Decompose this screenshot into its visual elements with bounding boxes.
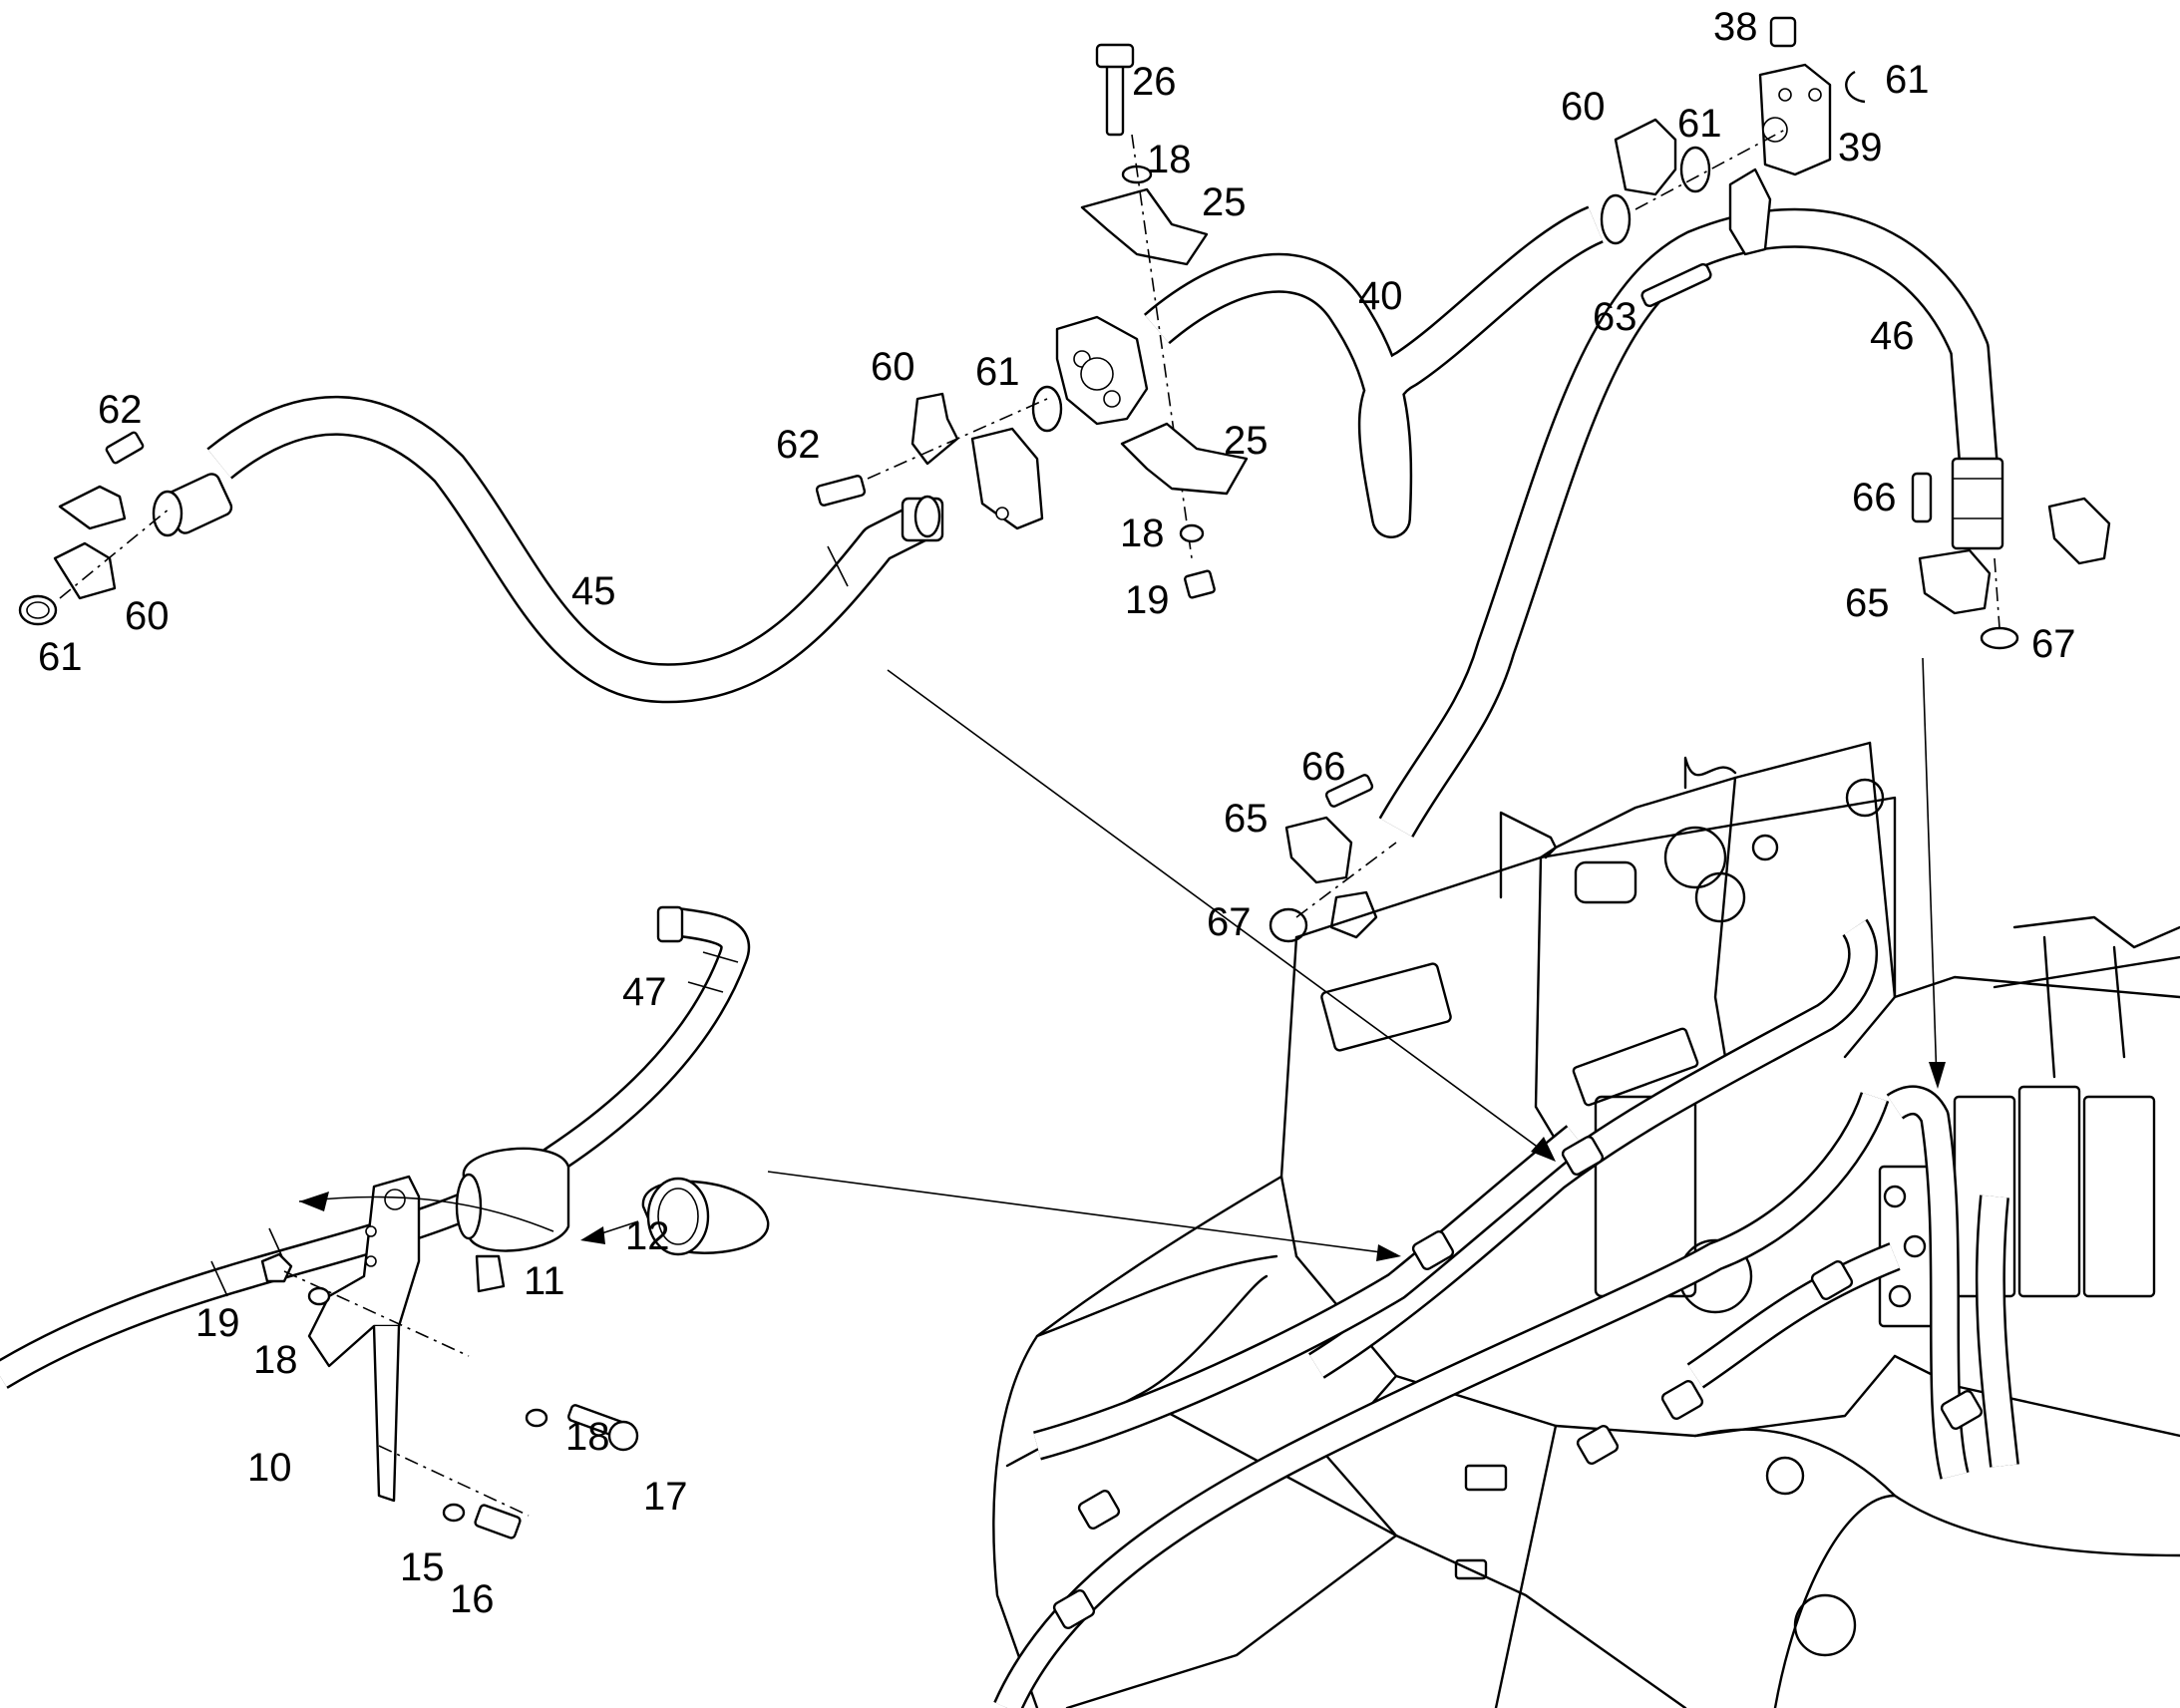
hose-47 xyxy=(0,905,750,1389)
machine-frame xyxy=(992,741,2180,1708)
label-12: 12 xyxy=(625,1214,670,1258)
flange-assembly-right xyxy=(1269,472,2111,943)
label-39: 39 xyxy=(1838,126,1883,170)
label-67-right: 67 xyxy=(2031,622,2076,666)
label-61-top-mid: 61 xyxy=(1677,102,1722,146)
hose-45 xyxy=(206,395,926,704)
label-25-lower: 25 xyxy=(1224,419,1269,463)
label-61-top-right: 61 xyxy=(1885,58,1930,102)
label-65-center: 65 xyxy=(1224,797,1269,841)
label-25-top: 25 xyxy=(1202,180,1247,224)
label-18-lower: 18 xyxy=(1120,512,1165,555)
label-62-left: 62 xyxy=(98,388,143,432)
label-66-center: 66 xyxy=(1301,745,1346,789)
label-63: 63 xyxy=(1593,295,1637,339)
clamp-25-lower xyxy=(1120,422,1249,599)
label-18-bracket-right: 18 xyxy=(565,1415,610,1459)
label-61-middle: 61 xyxy=(975,350,1020,394)
label-11: 11 xyxy=(524,1259,565,1303)
label-15: 15 xyxy=(400,1545,445,1589)
label-18-top: 18 xyxy=(1147,138,1192,181)
label-60-left: 60 xyxy=(125,594,170,638)
label-38: 38 xyxy=(1713,5,1758,49)
label-60-top-right: 60 xyxy=(1561,85,1606,129)
hose-46 xyxy=(1378,207,2004,838)
leader-lines xyxy=(767,657,1946,1261)
label-19-lower: 19 xyxy=(1125,578,1170,622)
label-17: 17 xyxy=(643,1475,688,1519)
label-26: 26 xyxy=(1132,60,1177,104)
label-40: 40 xyxy=(1358,274,1403,318)
label-45: 45 xyxy=(571,569,616,613)
bracket-assembly xyxy=(260,1147,770,1539)
hose-40 xyxy=(1143,205,1605,538)
flange-assembly-middle xyxy=(815,315,1149,542)
label-19-bracket: 19 xyxy=(195,1301,240,1345)
label-16: 16 xyxy=(450,1577,495,1621)
flange-assembly-left xyxy=(18,431,233,626)
label-62-middle: 62 xyxy=(776,423,821,467)
label-66-right: 66 xyxy=(1852,476,1897,519)
label-18-bracket-left: 18 xyxy=(253,1338,298,1382)
flange-assembly-top-right xyxy=(1600,16,1866,308)
label-10: 10 xyxy=(247,1446,292,1490)
label-67-center: 67 xyxy=(1207,900,1252,944)
label-46: 46 xyxy=(1870,314,1915,358)
label-61-left: 61 xyxy=(38,635,83,679)
label-47: 47 xyxy=(622,970,667,1014)
label-60-middle: 60 xyxy=(871,345,915,389)
label-65-right: 65 xyxy=(1845,581,1890,625)
callout-labels: 26 18 25 40 38 61 60 61 39 63 46 60 61 6… xyxy=(38,5,2076,1621)
